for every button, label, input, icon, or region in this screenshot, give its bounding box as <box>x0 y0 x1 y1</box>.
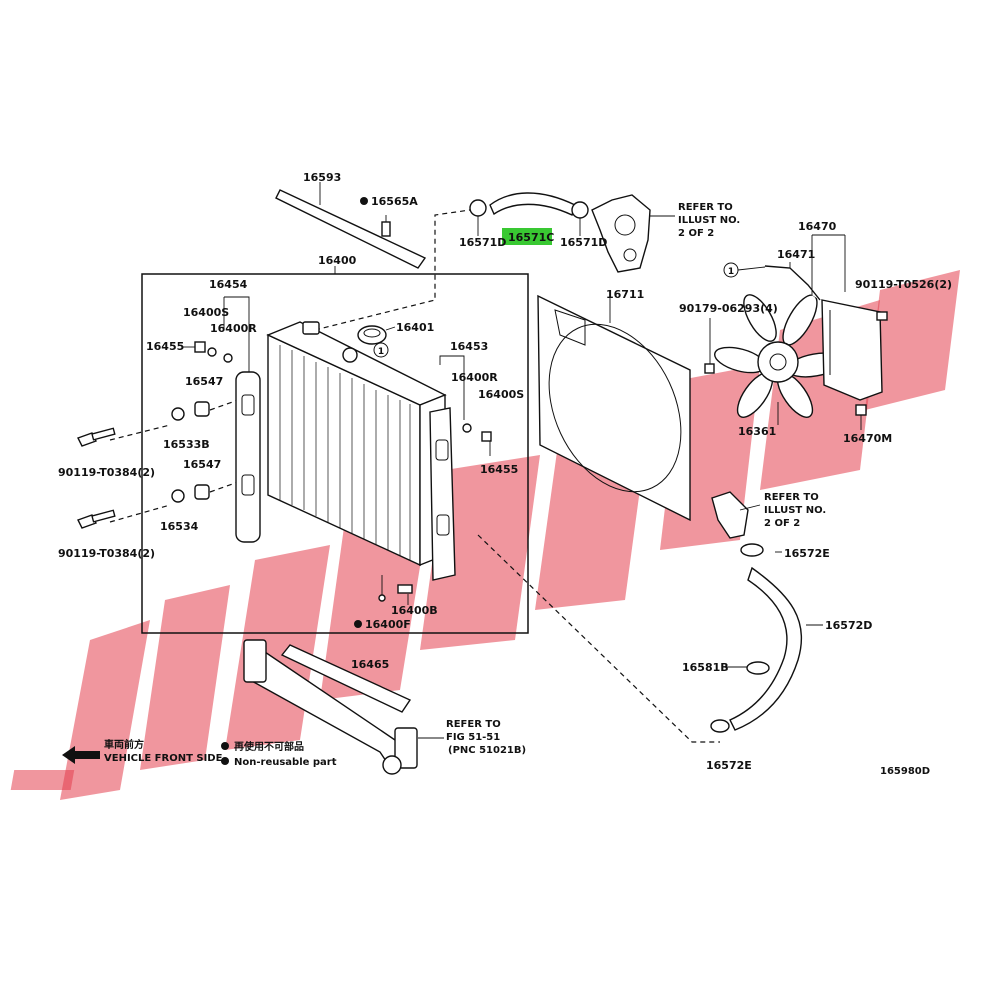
refer-note-mid-1: REFER TO <box>764 492 819 503</box>
hose-clamp-part <box>710 543 770 733</box>
label-16571D-right: 16571D <box>560 236 607 249</box>
bolt-16455-right-part <box>481 431 492 456</box>
arrow-left-icon <box>62 746 100 764</box>
connector-dashed-line <box>109 504 171 523</box>
label-16400F: 16400F <box>365 618 411 631</box>
label-16572E-lower: 16572E <box>706 759 752 772</box>
label-16455-right: 16455 <box>480 463 518 476</box>
legend-front-en: VEHICLE FRONT SIDE <box>104 753 223 764</box>
label-16471: 16471 <box>777 248 815 261</box>
connector-dashed-line <box>314 209 471 331</box>
o-ring-part <box>378 594 386 602</box>
label-16571D-left: 16571D <box>459 236 506 249</box>
connector-dashed-line <box>209 481 239 493</box>
label-16547-lower: 16547 <box>183 458 221 471</box>
label-16581B: 16581B <box>682 661 729 674</box>
label-16572E-upper: 16572E <box>784 547 830 560</box>
connector-dashed-line <box>477 534 720 743</box>
left-support-part <box>223 296 261 543</box>
label-16465: 16465 <box>351 658 389 671</box>
legend-nonreuse-en: Non-reusable part <box>234 757 337 768</box>
filled-dot-icon <box>354 620 362 628</box>
filled-dot-icon <box>221 757 229 765</box>
legend-nonreuse-jp: 再使用不可部品 <box>234 740 304 753</box>
label-90179: 90179-06293(4) <box>679 302 778 315</box>
refer-note-top-3: 2 OF 2 <box>678 228 714 239</box>
label-16547-upper: 16547 <box>185 375 223 388</box>
right-support-part <box>429 355 465 581</box>
label-16361: 16361 <box>738 425 776 438</box>
fan-shroud-part <box>537 294 691 522</box>
label-16400R-right: 16400R <box>451 371 498 384</box>
label-90119-upper: 90119-T0384(2) <box>58 466 155 479</box>
lower-pipe-part <box>243 639 418 775</box>
label-16711: 16711 <box>606 288 644 301</box>
filler-neck-part <box>342 347 358 363</box>
filled-dot-icon <box>221 742 229 750</box>
label-16565A: 16565A <box>371 195 418 208</box>
connector-dashed-line <box>209 399 239 411</box>
upper-hose-part <box>469 192 589 236</box>
highlight-box <box>502 228 552 245</box>
nut-part <box>223 353 233 363</box>
legend-front-jp: 車両前方 <box>104 738 144 751</box>
refer-note-fig-1: REFER TO <box>446 719 501 730</box>
label-16593: 16593 <box>303 171 341 184</box>
fan-blade-part <box>714 294 844 425</box>
label-16534: 16534 <box>160 520 199 533</box>
label-16401: 16401 <box>396 321 434 334</box>
cushion-part <box>194 401 210 500</box>
water-inlet-part <box>711 491 761 539</box>
connector-dashed-line <box>109 424 171 441</box>
refer-note-fig-2: FIG 51-51 <box>446 732 500 743</box>
thermostat-housing-part <box>591 194 651 273</box>
reservoir-bolt-part <box>876 311 888 321</box>
label-16470: 16470 <box>798 220 837 233</box>
label-16400S-left: 16400S <box>183 306 229 319</box>
refer-note-top-1: REFER TO <box>678 202 733 213</box>
drain-plug-part <box>397 584 413 605</box>
refer-note-top-2: ILLUST NO. <box>678 215 740 226</box>
refer-note-mid-2: ILLUST NO. <box>764 505 826 516</box>
bolt-16455-part <box>183 341 206 353</box>
callout-number: 1 <box>378 347 384 357</box>
reservoir-cap-part <box>855 404 867 430</box>
callout-1-reservoir: 1 <box>723 262 766 278</box>
label-16533B: 16533B <box>163 438 210 451</box>
label-16454: 16454 <box>209 278 248 291</box>
radiator-cap-part <box>357 325 396 345</box>
label-16400: 16400 <box>318 254 357 267</box>
lower-support-part <box>280 644 412 713</box>
refer-note-mid-3: 2 OF 2 <box>764 518 800 529</box>
circled-number-icon <box>373 342 389 358</box>
callout-1-radiator: 1 <box>373 342 389 358</box>
clip-part <box>381 215 391 237</box>
label-90119-lower: 90119-T0384(2) <box>58 547 155 560</box>
legend: 車両前方 VEHICLE FRONT SIDE 再使用不可部品 Non-reus… <box>62 738 337 768</box>
callout-number: 1 <box>728 267 734 277</box>
upper-baffle-part <box>275 182 427 269</box>
nut-part <box>207 347 217 357</box>
label-16571C: 16571C <box>508 231 554 244</box>
refer-note-fig-3: (PNC 51021B) <box>448 745 526 756</box>
label-16470M: 16470M <box>843 432 892 445</box>
bolt-left-part <box>77 427 116 529</box>
label-90119-T0526: 90119-T0526(2) <box>855 278 952 291</box>
reservoir-tank-part <box>764 234 883 401</box>
diagram-code: 165980D <box>880 766 930 777</box>
lower-hose-part <box>729 566 803 731</box>
filled-dot-icon <box>360 197 368 205</box>
label-16453: 16453 <box>450 340 488 353</box>
label-16455-left: 16455 <box>146 340 184 353</box>
label-16572D: 16572D <box>825 619 872 632</box>
fan-nut-part <box>704 318 715 374</box>
label-16400S-right: 16400S <box>478 388 524 401</box>
label-16400R-left: 16400R <box>210 322 257 335</box>
bushing-part <box>171 407 185 503</box>
label-16400B: 16400B <box>391 604 438 617</box>
nut-part <box>462 423 472 433</box>
